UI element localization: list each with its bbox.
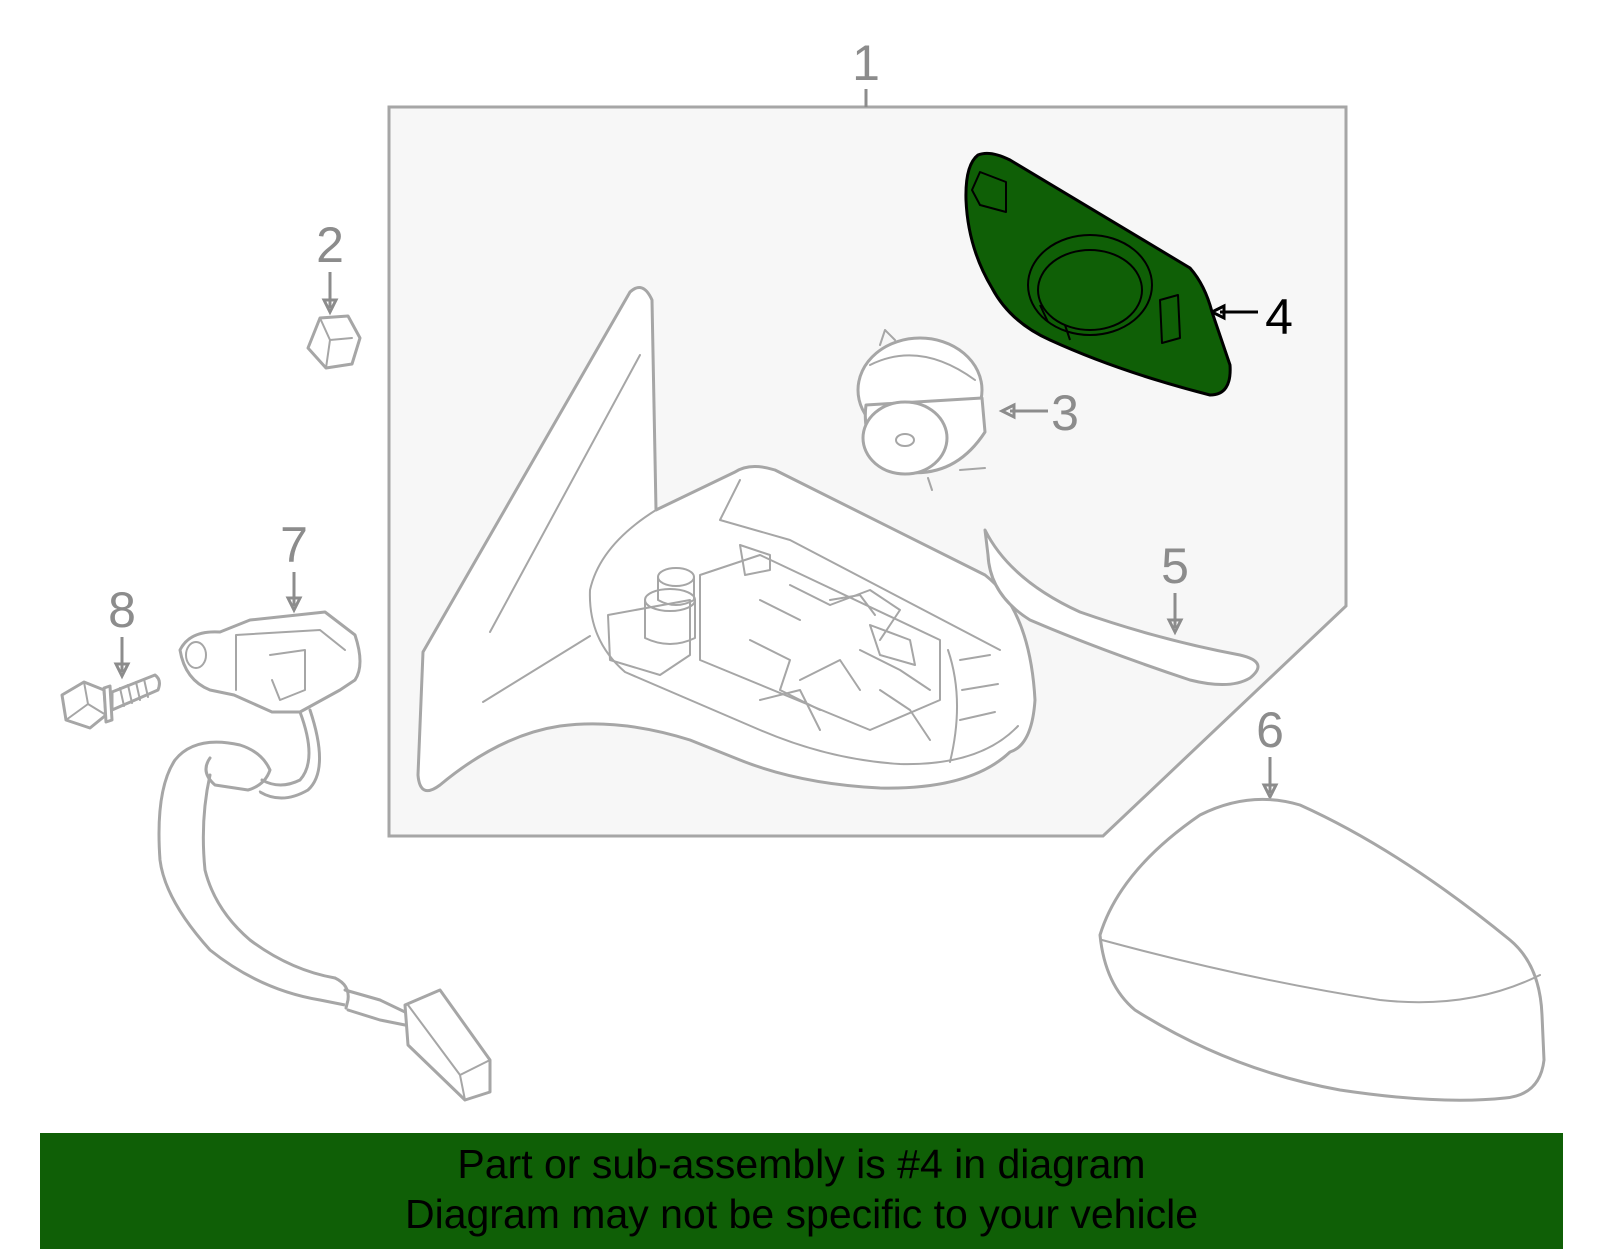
callout-1: 1 bbox=[852, 35, 880, 91]
trim-strip-drawing bbox=[983, 528, 1260, 686]
nut-drawing bbox=[306, 314, 362, 370]
callout-6: 6 bbox=[1256, 702, 1284, 758]
banner-line-2: Diagram may not be specific to your vehi… bbox=[404, 1191, 1198, 1237]
callout-4: 4 bbox=[1265, 289, 1293, 345]
callout-7: 7 bbox=[280, 517, 308, 573]
info-banner: Part or sub-assembly is #4 in diagram Di… bbox=[40, 1133, 1563, 1249]
mirror-base-drawing bbox=[416, 286, 1037, 793]
bolt-drawing bbox=[60, 673, 161, 730]
mirror-glass-drawing bbox=[964, 151, 1232, 397]
callout-5: 5 bbox=[1161, 538, 1189, 594]
mirror-cover-drawing bbox=[1098, 797, 1546, 1102]
wire-harness-drawing bbox=[157, 610, 492, 1102]
actuator-motor-drawing bbox=[856, 329, 987, 491]
callout-8: 8 bbox=[108, 582, 136, 638]
banner-line-1: Part or sub-assembly is #4 in diagram bbox=[457, 1141, 1146, 1187]
callout-3: 3 bbox=[1051, 385, 1079, 441]
callout-2: 2 bbox=[316, 217, 344, 273]
